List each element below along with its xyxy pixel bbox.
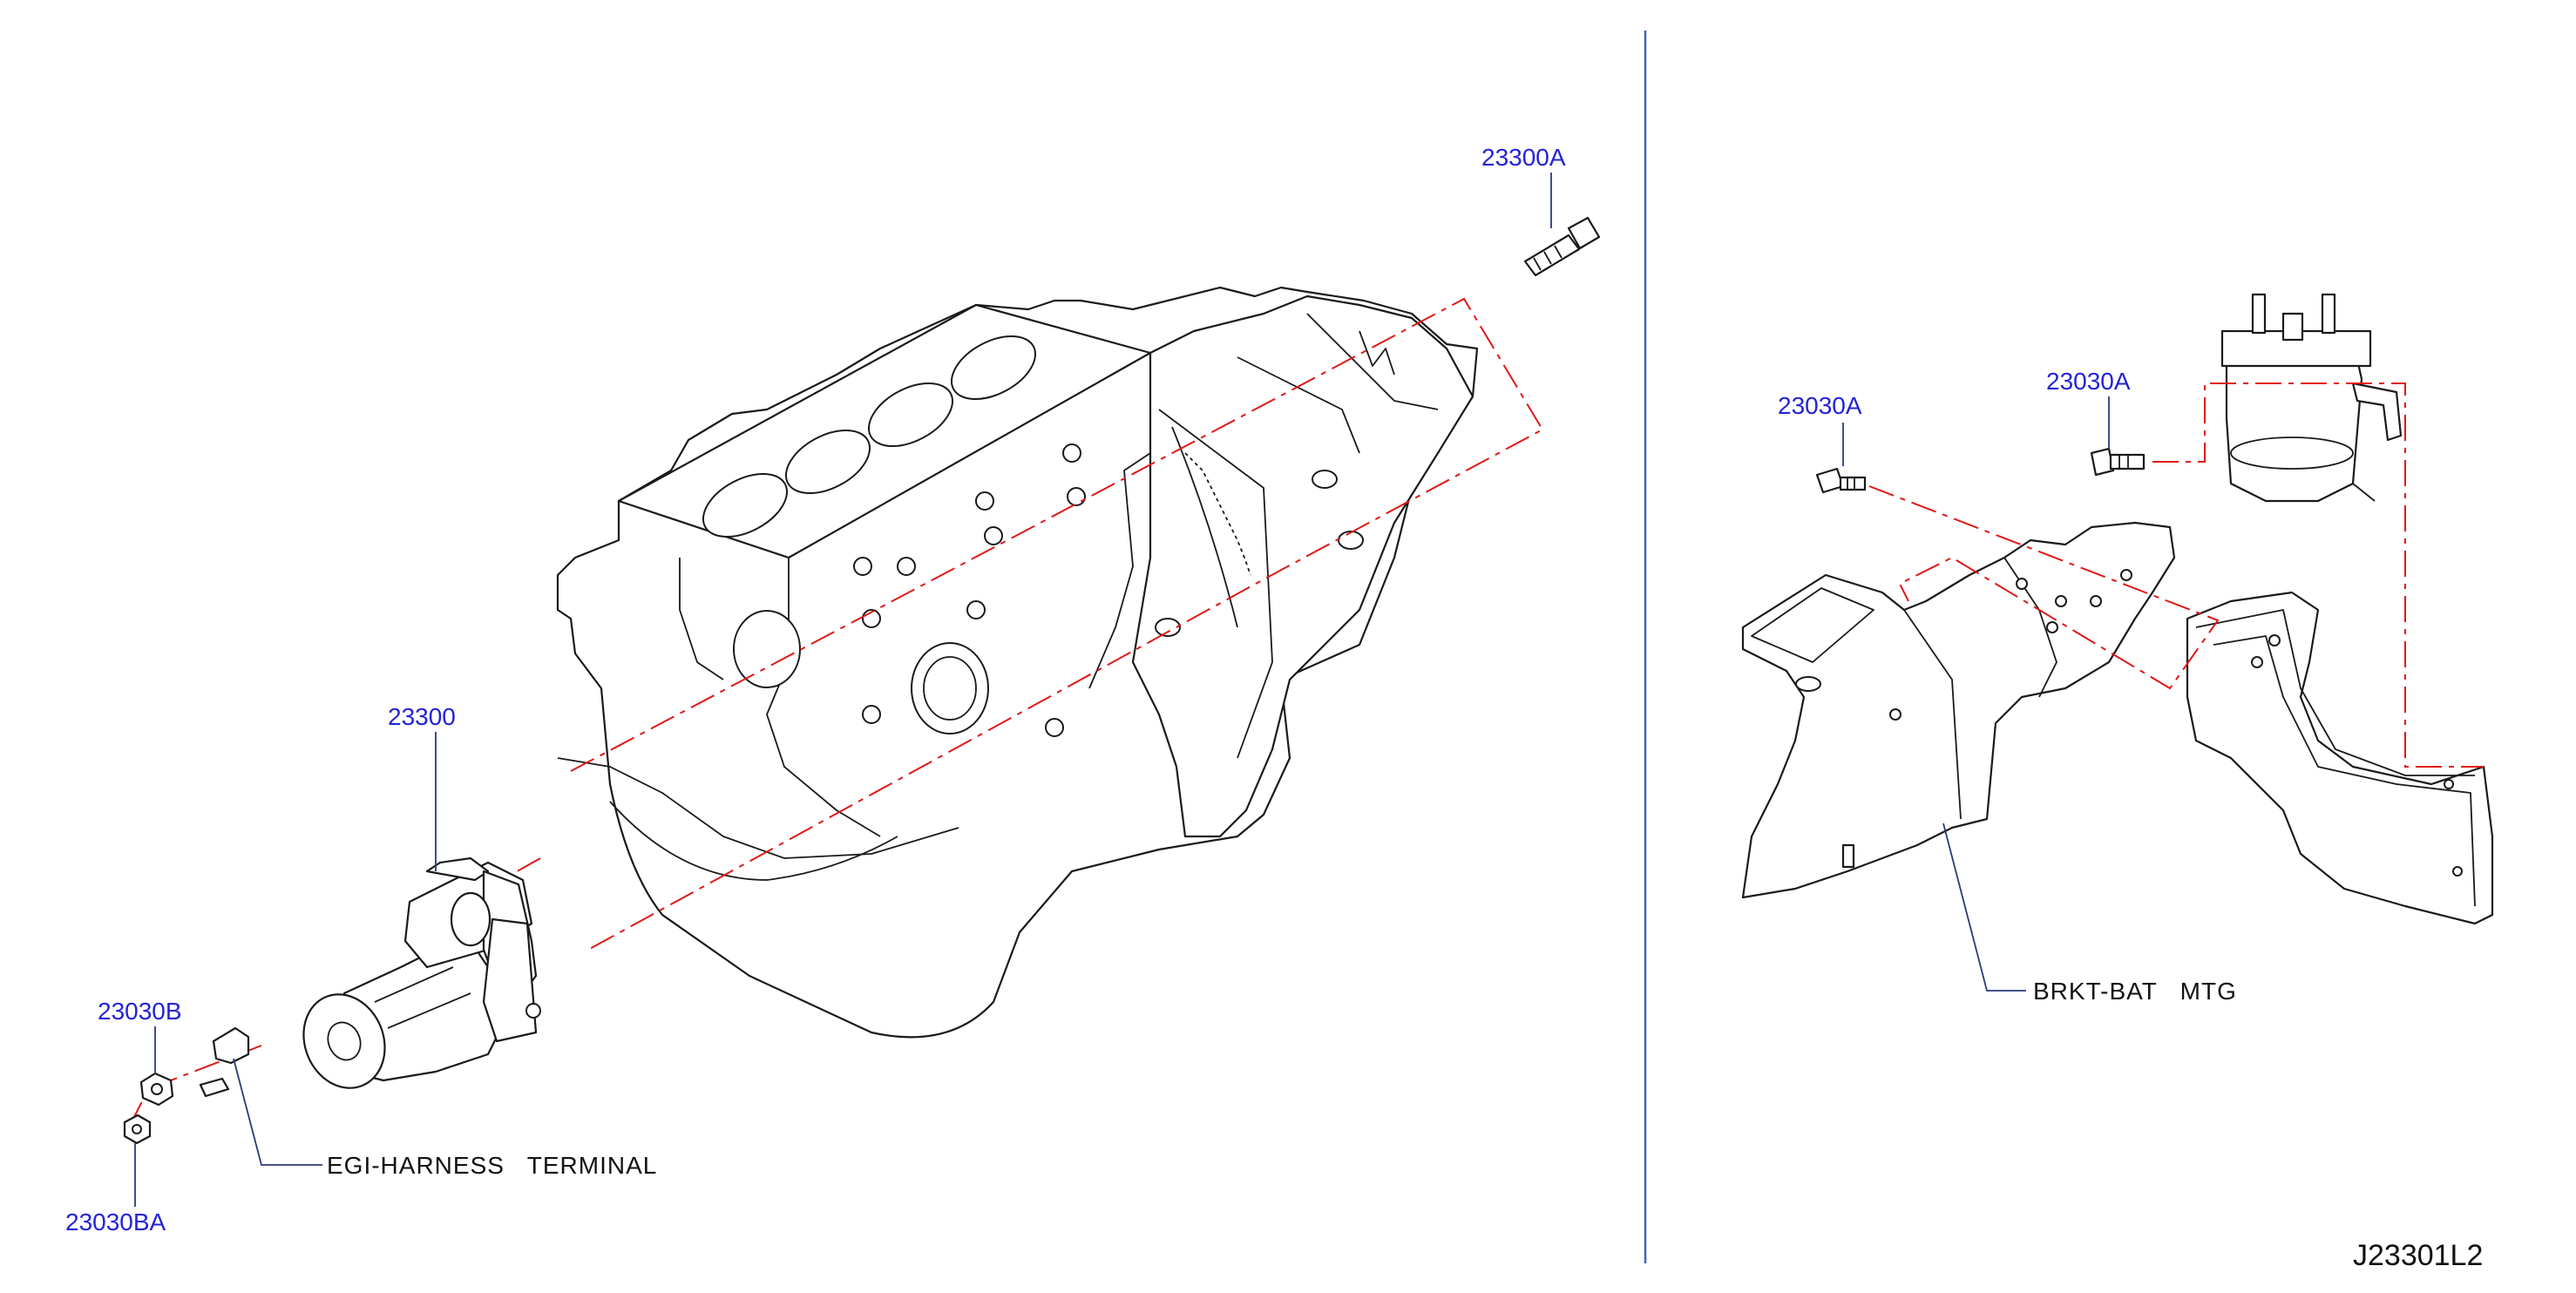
nut-23030B (139, 1072, 174, 1107)
callout-23030A-left: 23030A (1778, 392, 1862, 419)
cam-bore (733, 610, 801, 688)
callout-23030BA: 23030BA (65, 1208, 166, 1235)
centerline-bracket-left (1868, 485, 2220, 690)
cylinder-bore-3 (867, 382, 954, 448)
leader-brkt-bat-mtg (1942, 823, 2026, 992)
callout-23030A-right: 23030A (2046, 368, 2131, 395)
bolt-23030A-right (2090, 447, 2146, 477)
bolt-23030A-left (1815, 467, 1867, 494)
egi-harness-terminal-part (199, 1026, 250, 1098)
label-brkt-bat-mtg: BRKT-BAT MTG (2033, 978, 2237, 1005)
centerline-nuts (130, 1045, 262, 1125)
leader-egi-harness-terminal (233, 1058, 322, 1166)
label-egi-harness-terminal: EGI-HARNESS TERMINAL (327, 1152, 657, 1179)
relay-component (2220, 293, 2403, 503)
figure-code: J23301L2 (2353, 1239, 2483, 1272)
cylinder-bore-1 (702, 472, 789, 538)
centerline-relay (2152, 382, 2484, 768)
engine-block-drawing (556, 286, 1479, 1039)
battery-bracket-drawing (1741, 521, 2494, 925)
centerline-upper (570, 297, 1544, 951)
callout-23300: 23300 (388, 703, 456, 730)
cylinder-bore-4 (950, 335, 1037, 401)
callout-23300A: 23300A (1481, 144, 1566, 171)
cylinder-bore-2 (784, 429, 871, 495)
callout-23030B: 23030B (98, 998, 182, 1025)
crank-bore (911, 642, 989, 735)
starter-motor-23300 (302, 856, 541, 1089)
nut-23030BA (123, 1114, 152, 1145)
bolt-23300A (1523, 216, 1601, 277)
